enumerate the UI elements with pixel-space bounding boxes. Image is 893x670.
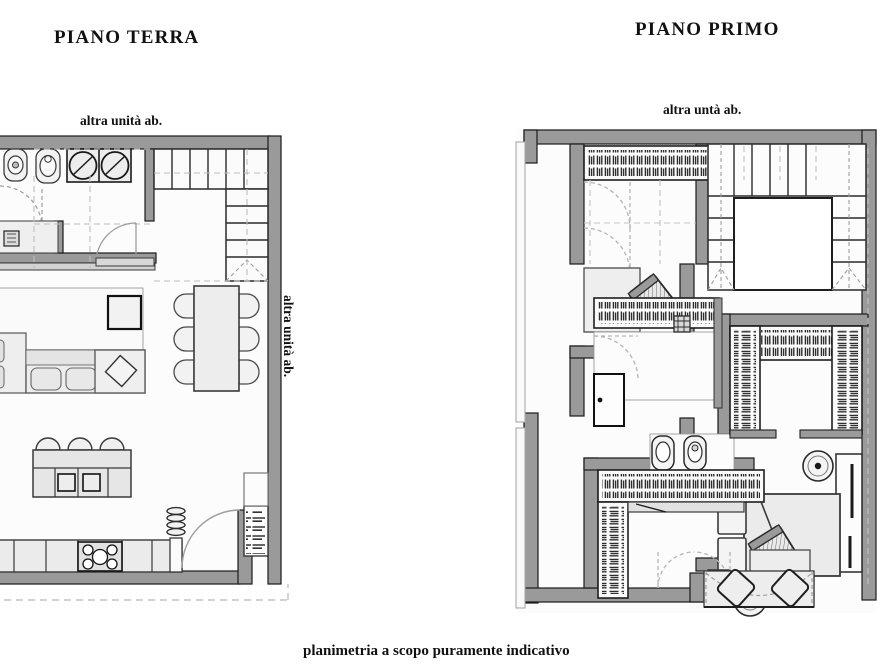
staircase-ground <box>33 148 269 282</box>
door-swing-entry <box>181 509 241 569</box>
side-table <box>94 349 146 394</box>
label-neighbor-unit-top-right: altra untà ab. <box>663 102 742 117</box>
label-neighbor-unit-top-left: altra unità ab. <box>80 113 163 128</box>
terrace-outline <box>0 584 289 601</box>
bookcase <box>243 472 269 557</box>
bidet-fixture-first <box>683 435 707 471</box>
wc-fixture <box>35 148 61 184</box>
plan-disclaimer-caption: planimetria a scopo puramente indicativo <box>303 643 570 659</box>
bathroom-ground <box>0 148 156 271</box>
stairwell-first <box>707 143 867 291</box>
wardrobe-master-left <box>729 325 761 435</box>
kitchen-island <box>32 449 132 498</box>
sink-basin <box>3 230 20 247</box>
tv-cabinet <box>106 294 143 331</box>
laundry-appliances <box>66 148 132 183</box>
counter-edge <box>0 262 156 271</box>
bar-stools <box>35 437 125 451</box>
page-title-first-floor: PIANO PRIMO <box>635 19 780 40</box>
living-room-ground <box>0 287 146 394</box>
wardrobe-bl-top <box>597 469 765 503</box>
dining-chairs <box>173 293 260 385</box>
balcony-strip-left <box>515 141 526 423</box>
plant-icon <box>166 506 186 537</box>
door-swing-bedroom-top <box>583 181 631 275</box>
armchair <box>0 332 27 394</box>
walls-ground <box>0 135 282 585</box>
balcony-strip-lower-left <box>515 427 526 609</box>
round-side-table-top <box>802 450 834 482</box>
ceiling-projection-lines <box>743 146 869 588</box>
kitchen-ground <box>0 437 289 601</box>
dining-area-ground <box>173 285 260 392</box>
balcony-chair-left <box>716 568 756 608</box>
bidet-fixture <box>3 148 28 182</box>
balcony-chair-right <box>770 568 810 608</box>
dining-table <box>193 285 240 392</box>
door-leaf <box>95 257 155 267</box>
wardrobe-hall <box>593 297 720 329</box>
radiator-panel <box>593 373 625 427</box>
bedroom-bottom-left <box>515 427 811 609</box>
wardrobe-master-right <box>831 325 863 435</box>
cooktop <box>77 541 123 572</box>
floor-outlet-icon <box>673 315 691 333</box>
stair-void <box>733 197 833 291</box>
bathroom-first <box>649 433 735 477</box>
wc-fixture-first <box>651 435 675 471</box>
page-title-ground-floor: PIANO TERRA <box>54 27 200 48</box>
wardrobe-bl-left <box>597 501 629 599</box>
hallway-first <box>593 297 723 427</box>
master-bedroom <box>707 325 863 617</box>
balcony-bottom-right <box>703 568 815 608</box>
